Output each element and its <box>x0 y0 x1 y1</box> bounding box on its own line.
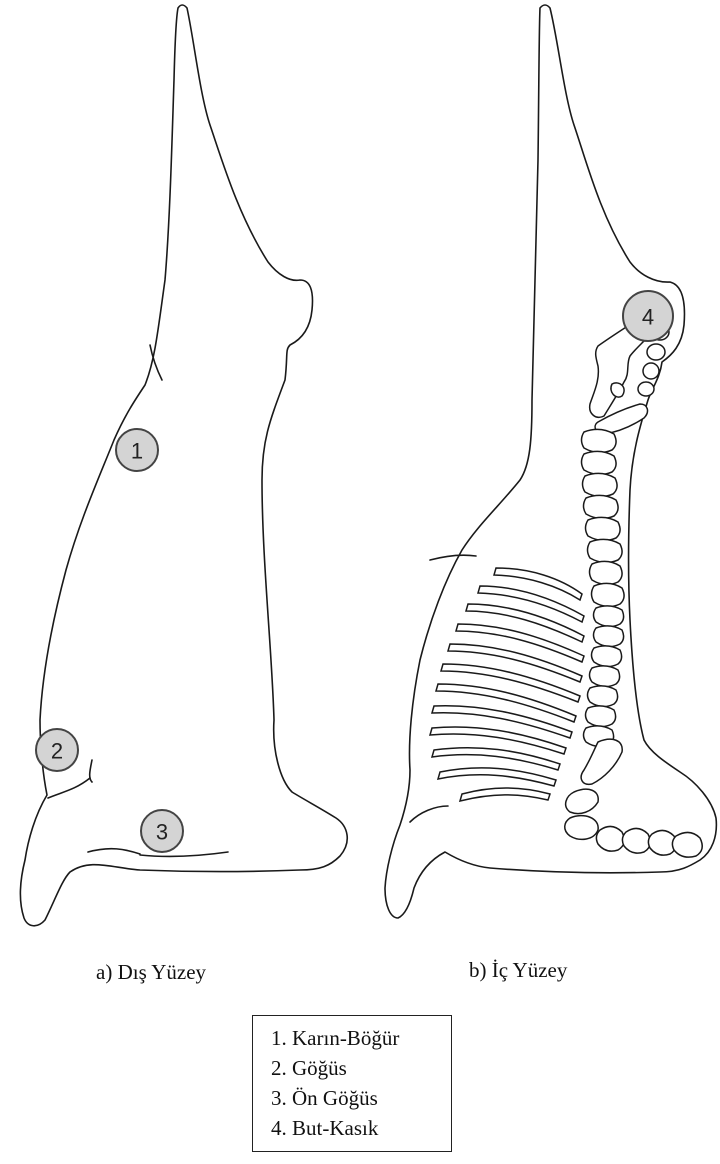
outer-surface-carcass <box>20 5 347 926</box>
caption-outer-surface: a) Dış Yüzey <box>96 960 206 985</box>
ribs <box>430 568 584 801</box>
marker-1-label: 1 <box>131 439 143 464</box>
marker-4: 4 <box>623 291 673 341</box>
marker-2: 2 <box>36 729 78 771</box>
marker-4-label: 4 <box>642 305 654 330</box>
legend-item-3: 3. Ön Göğüs <box>271 1083 451 1113</box>
legend-item-4: 4. But-Kasık <box>271 1113 451 1143</box>
legend-item-1: 1. Karın-Böğür <box>271 1023 451 1053</box>
carcass-diagram: 1 2 3 4 <box>0 0 720 940</box>
marker-3: 3 <box>141 810 183 852</box>
caption-inner-surface: b) İç Yüzey <box>469 958 567 983</box>
sternum-bones <box>565 739 703 857</box>
spine-vertebrae <box>582 429 625 746</box>
legend-box: 1. Karın-Böğür 2. Göğüs 3. Ön Göğüs 4. B… <box>252 1015 452 1152</box>
inner-surface-carcass <box>385 5 716 918</box>
marker-3-label: 3 <box>156 820 168 845</box>
legend-item-2: 2. Göğüs <box>271 1053 451 1083</box>
marker-2-label: 2 <box>51 739 63 764</box>
marker-1: 1 <box>116 429 158 471</box>
